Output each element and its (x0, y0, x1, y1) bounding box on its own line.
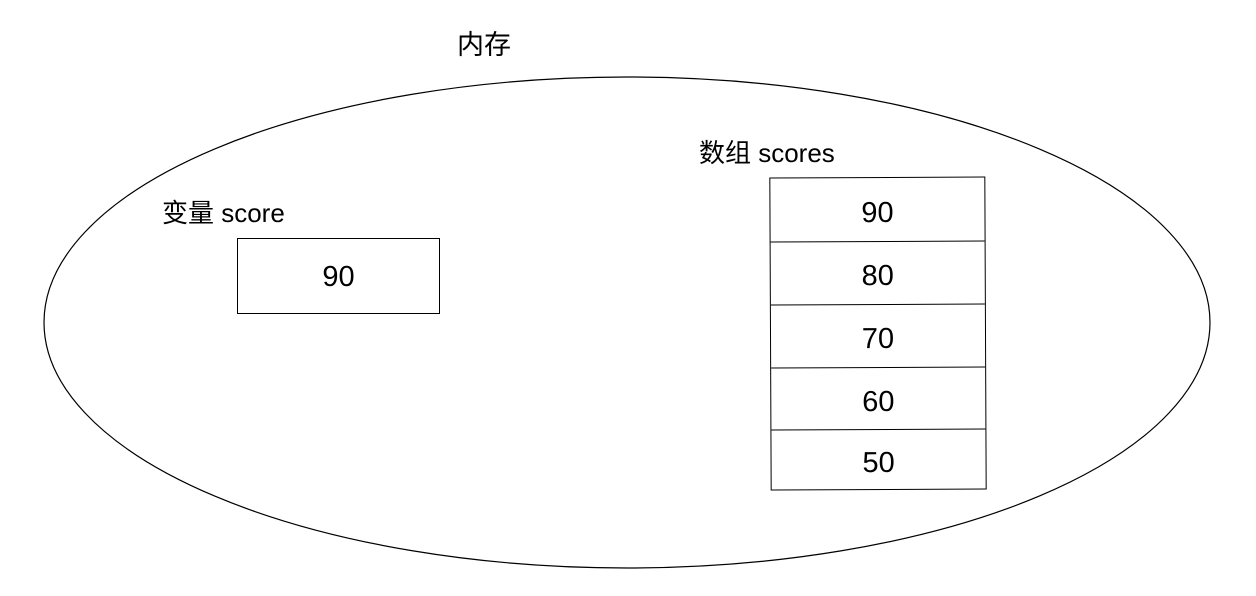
variable-label: 变量 score (162, 198, 285, 228)
variable-value: 90 (322, 261, 355, 293)
array-cell-value: 50 (862, 446, 895, 479)
array-cell: 70 (770, 304, 986, 369)
array-cell-value: 80 (861, 259, 894, 293)
array-table: 90 80 70 60 50 (769, 176, 987, 491)
array-cell: 50 (771, 430, 985, 490)
array-cell: 60 (771, 367, 986, 431)
array-cell-value: 70 (861, 322, 895, 356)
array-cell: 90 (770, 177, 985, 243)
array-cell: 80 (770, 241, 985, 306)
memory-title: 内存 (457, 30, 511, 60)
array-cell-value: 90 (861, 196, 894, 229)
array-label: 数组 scores (699, 138, 835, 168)
variable-box: 90 (237, 238, 440, 314)
array-cell-value: 60 (862, 385, 895, 418)
